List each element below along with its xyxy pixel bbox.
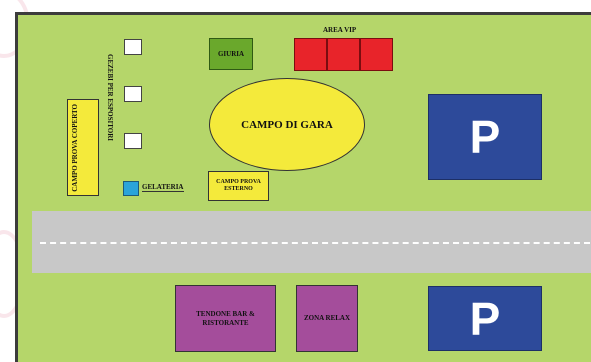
event-site-map: AREA VIP GIURIA CAMPO DI GARA GEZEBI PER… <box>15 12 591 362</box>
gelateria-icon[interactable] <box>123 181 139 196</box>
campo-prova-coperto-label: CAMPO PROVA COPERTO <box>71 103 79 192</box>
zona-relax-area[interactable]: ZONA RELAX <box>296 285 358 352</box>
parking-icon: P <box>469 111 501 163</box>
campo-di-gara-label: CAMPO DI GARA <box>241 118 333 131</box>
campo-prova-esterno-label: CAMPO PROVA ESTERNO <box>216 179 261 192</box>
zona-relax-label: ZONA RELAX <box>303 314 351 323</box>
parking-icon: P <box>469 292 501 345</box>
parking-area-top[interactable]: P <box>428 94 542 180</box>
gazebi-label: GEZEBI PER ESPOSITORI <box>106 54 115 142</box>
giuria-area[interactable]: GIURIA <box>209 38 253 70</box>
campo-prova-coperto-area[interactable]: CAMPO PROVA COPERTO <box>67 99 99 196</box>
tendone-label: TENDONE BAR & RISTORANTE <box>196 310 255 327</box>
road-centerline <box>40 242 590 244</box>
campo-di-gara-area[interactable]: CAMPO DI GARA <box>209 78 365 171</box>
parking-area-bottom[interactable]: P <box>428 286 542 351</box>
gazebo-stand[interactable] <box>124 39 142 55</box>
vip-cell <box>360 38 393 71</box>
area-vip-label: AREA VIP <box>323 26 357 34</box>
gazebo-stand[interactable] <box>124 86 142 102</box>
area-vip-block[interactable] <box>294 38 393 71</box>
giuria-label: GIURIA <box>217 49 245 58</box>
gazebo-stand[interactable] <box>124 133 142 149</box>
vip-cell <box>294 38 327 71</box>
vip-cell <box>327 38 360 71</box>
gelateria-label: GELATERIA <box>142 183 184 193</box>
campo-prova-esterno-area[interactable]: CAMPO PROVA ESTERNO <box>208 171 269 201</box>
tendone-bar-ristorante-area[interactable]: TENDONE BAR & RISTORANTE <box>175 285 276 352</box>
